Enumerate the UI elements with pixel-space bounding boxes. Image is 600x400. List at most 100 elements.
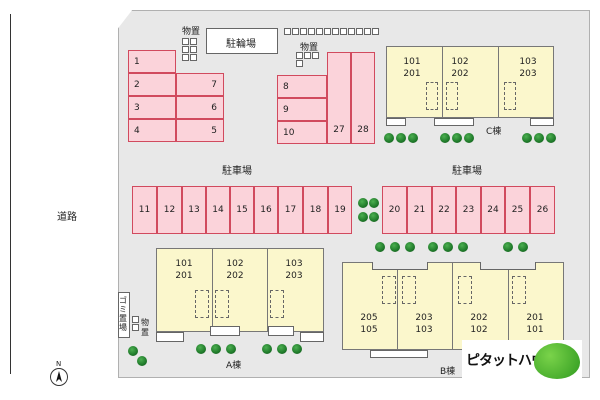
unit-number: 101 [403, 57, 421, 67]
unit-number: 201 [175, 271, 193, 281]
unit-number: 105 [360, 325, 378, 335]
tree-icon [226, 344, 236, 354]
storage-cell [132, 316, 139, 323]
storage-label-a: 物置 [141, 318, 149, 337]
garbage-label: ゴミ置場 [119, 296, 127, 332]
parking-space: 25 [505, 186, 530, 234]
entrance-step [268, 326, 294, 336]
parking-label-right: 駐車場 [452, 166, 482, 177]
parking-space: 22 [432, 186, 456, 234]
entrance-step [386, 118, 406, 126]
storage-cell [190, 54, 197, 61]
storage-cell [348, 28, 355, 35]
parking-space: 14 [206, 186, 230, 234]
tree-icon [405, 242, 415, 252]
bicycle-parking-label: 駐輪場 [226, 39, 256, 50]
unit-number: 102 [470, 325, 488, 335]
entrance-step [300, 332, 324, 342]
parking-space: 23 [456, 186, 481, 234]
storage-cell [340, 28, 347, 35]
unit-number: 201 [403, 69, 421, 79]
parking-space: 26 [530, 186, 555, 234]
storage-label-top2: 物置 [300, 43, 319, 53]
parking-label-left: 駐車場 [222, 166, 252, 177]
parking-space: 16 [254, 186, 278, 234]
storage-cell [182, 46, 189, 53]
staircase [426, 82, 438, 110]
parking-space: 8 [277, 75, 327, 98]
road-label: 道路 [57, 212, 77, 223]
building-b-notch [480, 262, 536, 270]
building-b [342, 262, 564, 350]
storage-cell [324, 28, 331, 35]
parking-space: 12 [157, 186, 182, 234]
parking-space: 13 [182, 186, 206, 234]
tree-icon [137, 356, 147, 366]
unit-divider [212, 248, 213, 332]
tree-icon [443, 242, 453, 252]
entrance-step [156, 332, 184, 342]
compass-icon [50, 368, 68, 386]
tree-icon [196, 344, 206, 354]
storage-cell [364, 28, 371, 35]
entrance-step [210, 326, 240, 336]
parking-space: 2 [128, 73, 176, 96]
tree-icon [277, 344, 287, 354]
parking-space: 27 [327, 52, 351, 144]
building-b-label: B棟 [440, 367, 456, 377]
parking-space: 21 [407, 186, 432, 234]
unit-number: 203 [285, 271, 303, 281]
unit-divider [442, 46, 443, 118]
parking-space: 17 [278, 186, 303, 234]
unit-divider [452, 262, 453, 350]
building-b-notch [372, 262, 428, 270]
tree-icon [358, 212, 368, 222]
logo-blob-icon [534, 343, 580, 379]
unit-number: 201 [526, 313, 544, 323]
unit-divider [397, 262, 398, 350]
staircase [458, 276, 472, 304]
tree-icon [518, 242, 528, 252]
storage-cell [182, 54, 189, 61]
tree-icon [534, 133, 544, 143]
unit-number: 101 [175, 259, 193, 269]
unit-number: 101 [526, 325, 544, 335]
storage-cell [296, 52, 303, 59]
unit-number: 103 [415, 325, 433, 335]
parking-space: 10 [277, 121, 327, 144]
staircase [195, 290, 209, 318]
staircase [512, 276, 526, 304]
storage-cell [372, 28, 379, 35]
building-a [156, 248, 324, 332]
parking-space: 5 [176, 119, 224, 142]
unit-number: 103 [285, 259, 303, 269]
storage-cell [312, 52, 319, 59]
unit-number: 102 [451, 57, 469, 67]
storage-label-top: 物置 [182, 27, 201, 37]
building-c-label: C棟 [486, 127, 502, 137]
parking-space: 24 [481, 186, 505, 234]
bicycle-parking [206, 28, 278, 54]
tree-icon [369, 212, 379, 222]
entrance-step [370, 350, 428, 358]
tree-icon [262, 344, 272, 354]
storage-cell [296, 60, 303, 67]
staircase [382, 276, 396, 304]
staircase [270, 290, 284, 318]
storage-cell [190, 38, 197, 45]
parking-space: 28 [351, 52, 375, 144]
tree-icon [458, 242, 468, 252]
parking-space: 20 [382, 186, 407, 234]
storage-cell [308, 28, 315, 35]
unit-number: 103 [519, 57, 537, 67]
unit-divider [508, 262, 509, 350]
storage-cell [292, 28, 299, 35]
parking-space: 6 [176, 96, 224, 119]
parking-space: 9 [277, 98, 327, 121]
parking-space: 18 [303, 186, 328, 234]
tree-icon [292, 344, 302, 354]
storage-cell [284, 28, 291, 35]
unit-divider [498, 46, 499, 118]
tree-icon [390, 242, 400, 252]
staircase [215, 290, 229, 318]
